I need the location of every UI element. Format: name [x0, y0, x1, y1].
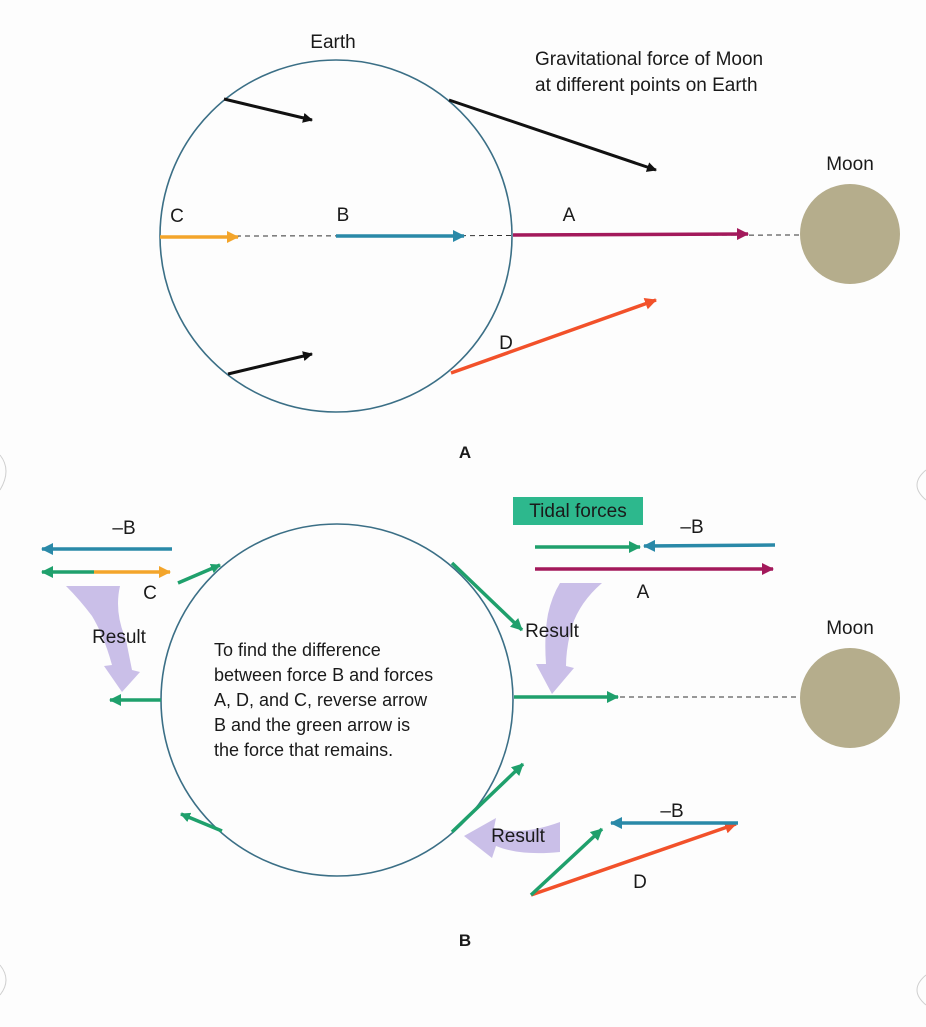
tidal-arrow-upper-right	[450, 561, 524, 632]
figure-title-line1: Gravitational force of Moon	[535, 49, 763, 70]
force-arrow-upper-right	[448, 98, 657, 172]
force-arrow-a	[512, 228, 749, 241]
label-d: D	[499, 333, 513, 354]
result-label-left: Result	[92, 627, 147, 648]
note-line-2: between force B and forces	[214, 665, 433, 685]
force-arrow-upper-left	[223, 97, 313, 123]
page-edge-mark	[916, 974, 926, 1006]
result-label-bottom: Result	[491, 826, 546, 847]
force-arrow-lower-left	[227, 351, 313, 376]
moon-label-b: Moon	[826, 618, 874, 639]
result-arrow-bottom	[464, 818, 560, 858]
panel-b: Moon Tidal forces –B C Result –B A Resul…	[41, 497, 900, 950]
neg-b-arrow-right	[643, 539, 776, 552]
moon	[800, 184, 900, 284]
label-a: A	[563, 205, 576, 226]
tidal-arrow-lower-left	[180, 812, 223, 833]
result-label-right: Result	[525, 621, 580, 642]
result-arrow-right	[536, 583, 602, 694]
page-edge-mark	[916, 469, 926, 501]
tidal-arrow-lower-right	[450, 762, 525, 834]
page-edge-mark	[0, 454, 7, 491]
note-line-5: the force that remains.	[214, 740, 393, 760]
d-result-green	[529, 827, 604, 897]
label-b: B	[337, 205, 350, 226]
earth-label: Earth	[310, 32, 355, 53]
note-line-4: B and the green arrow is	[214, 715, 410, 735]
neg-b-label-left: –B	[112, 518, 135, 539]
panel-a-label: A	[459, 443, 471, 462]
neg-b-label-bottom: –B	[660, 801, 683, 822]
panel-b-label: B	[459, 931, 471, 950]
moon-label: Moon	[826, 154, 874, 175]
label-d-b: D	[633, 872, 647, 893]
tidal-forces-label: Tidal forces	[529, 501, 627, 522]
tidal-forces-box	[513, 497, 643, 525]
note-line-1: To find the difference	[214, 640, 381, 660]
note-line-3: A, D, and C, reverse arrow	[214, 690, 428, 710]
label-c-b: C	[143, 583, 157, 604]
label-a-b: A	[637, 582, 650, 603]
label-c: C	[170, 206, 184, 227]
tidal-arrow-upper-left	[177, 563, 221, 585]
page-edge-mark	[0, 964, 7, 996]
result-arrow-left	[66, 586, 140, 692]
moon-b	[800, 648, 900, 748]
force-arrow-d	[450, 298, 657, 375]
figure-title-line2: at different points on Earth	[535, 75, 758, 96]
panel-a: Earth Gravitational force of Moon at dif…	[159, 32, 900, 462]
d-arrow-red	[530, 821, 737, 897]
neg-b-label-right: –B	[680, 517, 703, 538]
